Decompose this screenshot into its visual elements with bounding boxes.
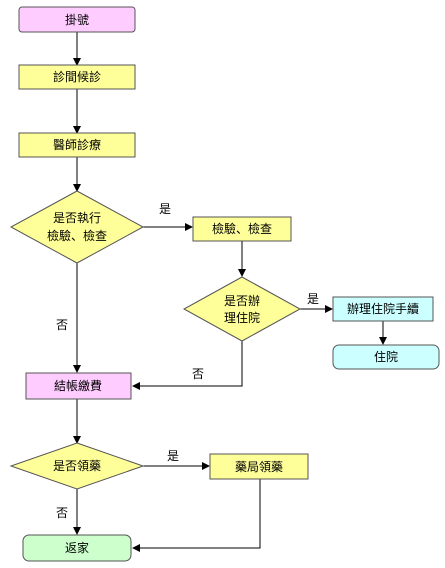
node-medicine-decision-label: 是否領藥 bbox=[53, 458, 101, 473]
node-pharmacy-shape bbox=[209, 453, 309, 480]
label-yes-exam: 是 bbox=[159, 202, 171, 216]
node-admission-procedure-shape bbox=[332, 296, 434, 322]
node-hospitalized-label: 住院 bbox=[374, 350, 398, 364]
node-consult-waiting-label: 診間候診 bbox=[53, 69, 101, 84]
label-no-admit: 否 bbox=[192, 367, 204, 381]
node-exam-decision-label-1: 是否執行 bbox=[53, 211, 101, 225]
edge-pharmacy-to-home bbox=[132, 479, 261, 552]
node-pharmacy-label: 藥局領藥 bbox=[235, 459, 283, 474]
node-doctor-treatment-shape bbox=[18, 132, 136, 158]
node-consult-waiting: 診間候診 bbox=[18, 64, 136, 90]
node-exam-shape bbox=[192, 216, 292, 242]
node-doctor-treatment: 醫師診療 bbox=[18, 132, 136, 158]
node-doctor-treatment-label: 醫師診療 bbox=[53, 137, 101, 152]
node-exam-decision-shape bbox=[9, 190, 145, 264]
node-billing: 結帳繳費 bbox=[25, 372, 132, 400]
node-go-home-label: 返家 bbox=[65, 540, 89, 555]
node-exam-decision-label-2: 檢驗、檢查 bbox=[47, 228, 107, 243]
node-medicine-decision-shape bbox=[9, 442, 145, 490]
node-go-home: 返家 bbox=[22, 534, 132, 562]
node-admit-decision: 是否辦 理住院 bbox=[182, 276, 302, 342]
node-exam-decision: 是否執行 檢驗、檢查 bbox=[9, 190, 145, 264]
node-registration: 掛號 bbox=[18, 6, 136, 33]
node-billing-label: 結帳繳費 bbox=[54, 378, 102, 393]
label-no-exam: 否 bbox=[56, 318, 68, 332]
node-admit-decision-label-2: 理住院 bbox=[224, 311, 260, 325]
node-admission-procedure: 辦理住院手續 bbox=[332, 296, 434, 322]
label-yes-medicine: 是 bbox=[167, 449, 179, 463]
node-registration-label: 掛號 bbox=[65, 12, 89, 27]
node-hospitalized: 住院 bbox=[332, 344, 440, 370]
node-medicine-decision: 是否領藥 bbox=[9, 442, 145, 490]
node-exam-label: 檢驗、檢查 bbox=[212, 221, 272, 236]
node-consult-waiting-shape bbox=[18, 64, 136, 90]
edge-labels: 是 否 是 否 是 否 bbox=[56, 202, 319, 520]
label-yes-admit: 是 bbox=[307, 292, 319, 306]
node-go-home-shape bbox=[22, 534, 132, 562]
node-hospitalized-shape bbox=[332, 344, 440, 370]
node-pharmacy: 藥局領藥 bbox=[209, 453, 309, 480]
node-admit-decision-label-1: 是否辦 bbox=[224, 294, 260, 308]
edges bbox=[73, 32, 387, 552]
node-registration-shape bbox=[18, 6, 136, 33]
label-no-medicine: 否 bbox=[56, 506, 68, 520]
node-admission-procedure-label: 辦理住院手續 bbox=[347, 301, 419, 316]
node-exam: 檢驗、檢查 bbox=[192, 216, 292, 242]
edge-admit-decision-no bbox=[132, 341, 243, 390]
node-admit-decision-shape bbox=[182, 276, 302, 342]
node-billing-shape bbox=[25, 372, 132, 400]
